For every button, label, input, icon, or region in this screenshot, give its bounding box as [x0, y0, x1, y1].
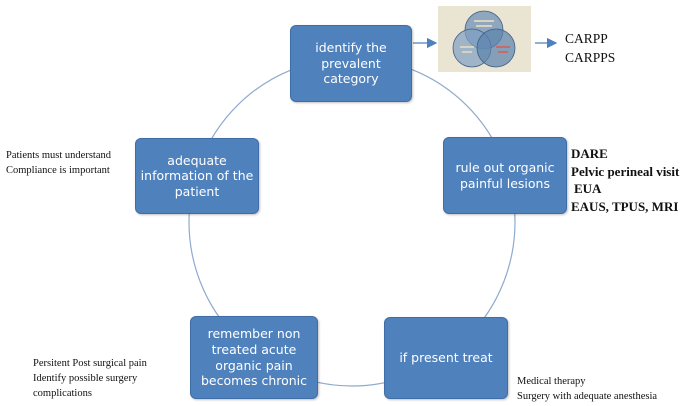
step-inform-patient: adequate information of the patient [135, 138, 259, 214]
step-remember-label: remember non treated acute organic pain … [200, 326, 308, 389]
note-line: CARPP [565, 31, 608, 46]
step-inform-label: adequate information of the patient [140, 152, 254, 199]
step-treat: if present treat [384, 317, 508, 399]
note-line: Surgery with adequate anesthesia [517, 391, 658, 403]
step-identify-label: identify the prevalent category [315, 40, 387, 87]
step-rule-out-lesions: rule out organic painful lesions [443, 137, 567, 214]
venn-diagram-thumbnail [438, 6, 531, 72]
rule-out-tests-note: DARE Pelvic perineal visit EUA EAUS, TPU… [571, 145, 679, 215]
note-line: Persitent Post surgical pain [33, 358, 147, 369]
step-remember-chronic: remember non treated acute organic pain … [190, 316, 318, 399]
note-line: EUA [574, 181, 602, 197]
note-line: Patients must understand [6, 150, 111, 161]
step-treat-label: if present treat [399, 350, 493, 366]
note-line: CARPPS [565, 49, 616, 65]
note-line: complications [33, 388, 92, 400]
step-rule-out-label: rule out organic painful lesions [455, 159, 555, 191]
note-line: Pelvic perineal visit [571, 163, 680, 179]
treat-options-note: Medical therapy Surgery with adequate an… [517, 374, 657, 404]
inform-notes: Patients must understand Compliance is i… [6, 148, 111, 178]
venn-diagram-icon [452, 10, 516, 68]
remember-notes: Persitent Post surgical pain Identify po… [33, 356, 147, 402]
note-line: Identify possible surgery [33, 373, 138, 385]
note-line: DARE [571, 146, 608, 161]
note-line: Medical therapy [517, 376, 586, 387]
note-line: Compliance is important [6, 165, 110, 177]
note-line: EAUS, TPUS, MRI [571, 198, 679, 214]
step-identify-category: identify the prevalent category [290, 25, 412, 102]
identify-result-note: CARPP CARPPS [565, 30, 615, 68]
